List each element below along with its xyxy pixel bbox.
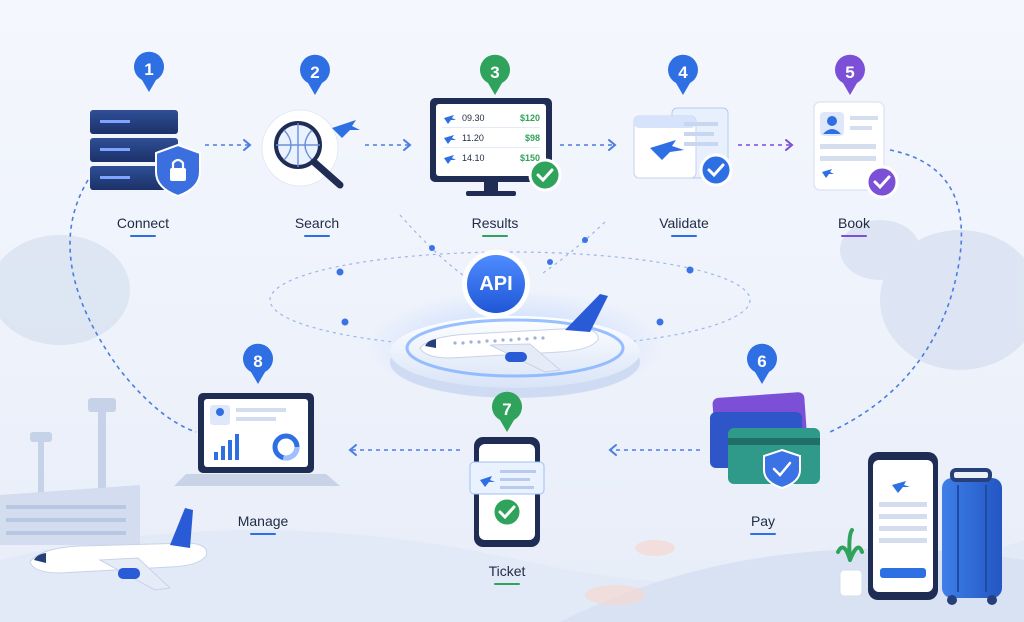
step-badge-pin-6 [747,343,778,384]
step-label-validate: Validate [659,215,709,231]
step-underline-8 [250,533,276,535]
flow-connectors [69,144,963,451]
central-airplane-illustration [419,294,608,373]
step-label-search: Search [294,215,340,231]
step-number-5: 5 [845,63,855,82]
api-hub-label: API [479,273,513,295]
step-number-7: 7 [502,400,512,419]
api-hub-badge [462,250,530,318]
flight-time: 09.30 [462,113,485,123]
step-label-results: Results [471,215,519,231]
parked-airplane-illustration [29,508,208,591]
airport-terminal-illustration [0,398,140,545]
flight-price: $120 [519,113,540,123]
orbit-nodes [336,237,694,326]
step-number-2: 2 [310,63,320,82]
flow-arrowheads [243,139,794,456]
step-label-pay: Pay [750,513,776,529]
step-underline-5 [841,235,867,237]
step-underline-7 [494,583,520,585]
flight-price: $150 [519,153,540,163]
world-map-background [0,220,1024,370]
step-badge-pins [134,51,866,432]
step-number-6: 6 [757,352,767,371]
step-badge-pin-2 [300,54,331,95]
mobile-ticket-icon [469,437,545,547]
flight-time: 14.10 [462,153,485,163]
step-badge-pin-8 [243,343,273,384]
step-badge-pin-4 [668,54,699,95]
passenger-form-icon [813,101,899,199]
clouds [585,540,675,605]
step-underline-4 [671,235,697,237]
dashboard-laptop-icon [174,393,340,486]
flight-price: $98 [524,133,540,143]
step-number-1: 1 [144,60,154,79]
step-number-4: 4 [678,63,688,82]
step-number-3: 3 [490,63,500,82]
step-underline-3 [482,235,508,237]
step-underline-1 [130,235,156,237]
step-badge-pin-1 [134,51,165,92]
traveler-phone-suitcase-illustration [836,452,1002,605]
step-underline-6 [750,533,776,535]
step-badge-pin-5 [835,54,866,95]
flight-results-monitor-icon [430,98,562,196]
step-underlines [130,235,867,585]
magnifier-plane-icon [261,109,360,189]
ticket-check-icon [633,107,733,187]
step-label-connect: Connect [116,215,170,231]
payment-cards-icon [710,392,820,490]
step-label-book: Book [838,215,870,231]
flight-time: 11.20 [462,133,484,143]
step-badge-pin-3 [480,54,511,95]
step-label-ticket: Ticket [488,563,526,579]
step-badge-pin-7 [492,391,523,432]
server-shield-icon [90,110,201,198]
step-label-manage: Manage [237,513,289,529]
step-underline-2 [304,235,330,237]
step-number-8: 8 [253,352,263,371]
